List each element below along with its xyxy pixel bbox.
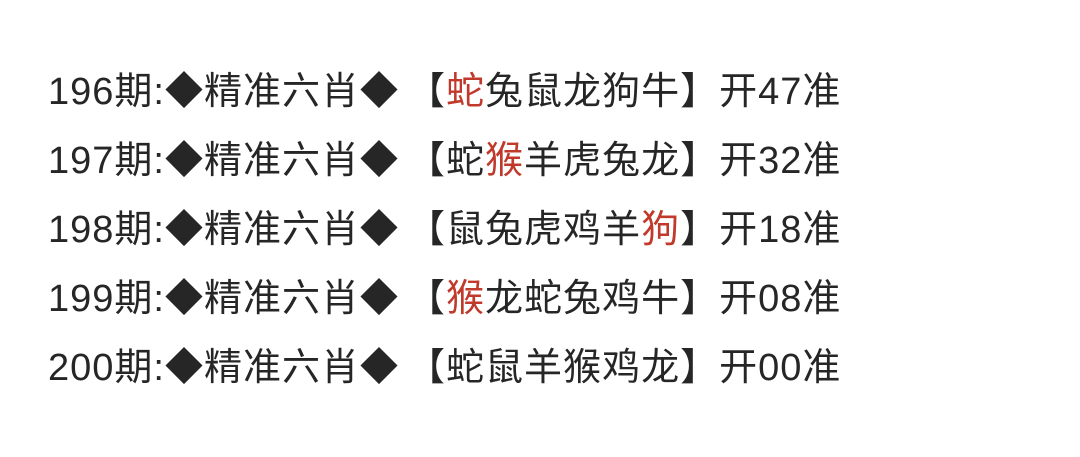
zodiac-char: 猴 [446,278,486,320]
zodiac-char: 鼠 [524,71,564,113]
close-bracket: 】 [680,71,720,113]
zodiac-char: 虎 [563,140,603,182]
open-bracket: 【 [406,347,446,389]
prediction-tag: ◆精准六肖◆ [164,71,399,113]
prediction-tag: ◆精准六肖◆ [164,209,399,251]
open-bracket: 【 [406,140,446,182]
zodiac-char: 狗 [641,209,681,251]
zodiac-char: 龙 [641,140,681,182]
zodiac-char: 蛇 [446,347,486,389]
period-label: 197期: [48,140,165,182]
zodiac-char: 蛇 [524,278,564,320]
zodiac-char: 鸡 [602,347,642,389]
zodiac-char: 虎 [524,209,564,251]
close-bracket: 】 [680,278,720,320]
result-label: 开32准 [719,140,842,182]
zodiac-char: 龙 [563,71,603,113]
open-bracket: 【 [406,209,446,251]
zodiac-char: 牛 [641,278,681,320]
result-label: 开47准 [719,71,842,113]
prediction-row: 196期:◆精准六肖◆【蛇兔鼠龙狗牛】开47准 [48,53,1080,122]
zodiac-char: 狗 [602,71,642,113]
zodiac-char: 蛇 [446,71,486,113]
result-label: 开00准 [719,347,842,389]
close-bracket: 】 [680,209,720,251]
open-bracket: 【 [406,71,446,113]
prediction-row: 198期:◆精准六肖◆【鼠兔虎鸡羊狗】开18准 [48,191,1080,260]
period-label: 200期: [48,347,165,389]
zodiac-char: 龙 [641,347,681,389]
prediction-tag: ◆精准六肖◆ [164,347,399,389]
prediction-row: 199期:◆精准六肖◆【猴龙蛇兔鸡牛】开08准 [48,260,1080,329]
prediction-row: 200期:◆精准六肖◆【蛇鼠羊猴鸡龙】开00准 [48,329,1080,398]
period-label: 198期: [48,209,165,251]
zodiac-char: 牛 [641,71,681,113]
zodiac-char: 羊 [602,209,642,251]
zodiac-char: 兔 [563,278,603,320]
zodiac-char: 兔 [485,209,525,251]
period-label: 199期: [48,278,165,320]
prediction-tag: ◆精准六肖◆ [164,278,399,320]
zodiac-char: 羊 [524,140,564,182]
result-label: 开08准 [719,278,842,320]
prediction-tag: ◆精准六肖◆ [164,140,399,182]
zodiac-char: 兔 [602,140,642,182]
zodiac-char: 猴 [563,347,603,389]
result-label: 开18准 [719,209,842,251]
prediction-row: 197期:◆精准六肖◆【蛇猴羊虎兔龙】开32准 [48,122,1080,191]
period-label: 196期: [48,71,165,113]
zodiac-char: 羊 [524,347,564,389]
close-bracket: 】 [680,347,720,389]
zodiac-char: 兔 [485,71,525,113]
zodiac-char: 鼠 [446,209,486,251]
zodiac-char: 猴 [485,140,525,182]
zodiac-char: 鼠 [485,347,525,389]
zodiac-char: 龙 [485,278,525,320]
close-bracket: 】 [680,140,720,182]
zodiac-char: 蛇 [446,140,486,182]
open-bracket: 【 [406,278,446,320]
zodiac-char: 鸡 [563,209,603,251]
zodiac-char: 鸡 [602,278,642,320]
